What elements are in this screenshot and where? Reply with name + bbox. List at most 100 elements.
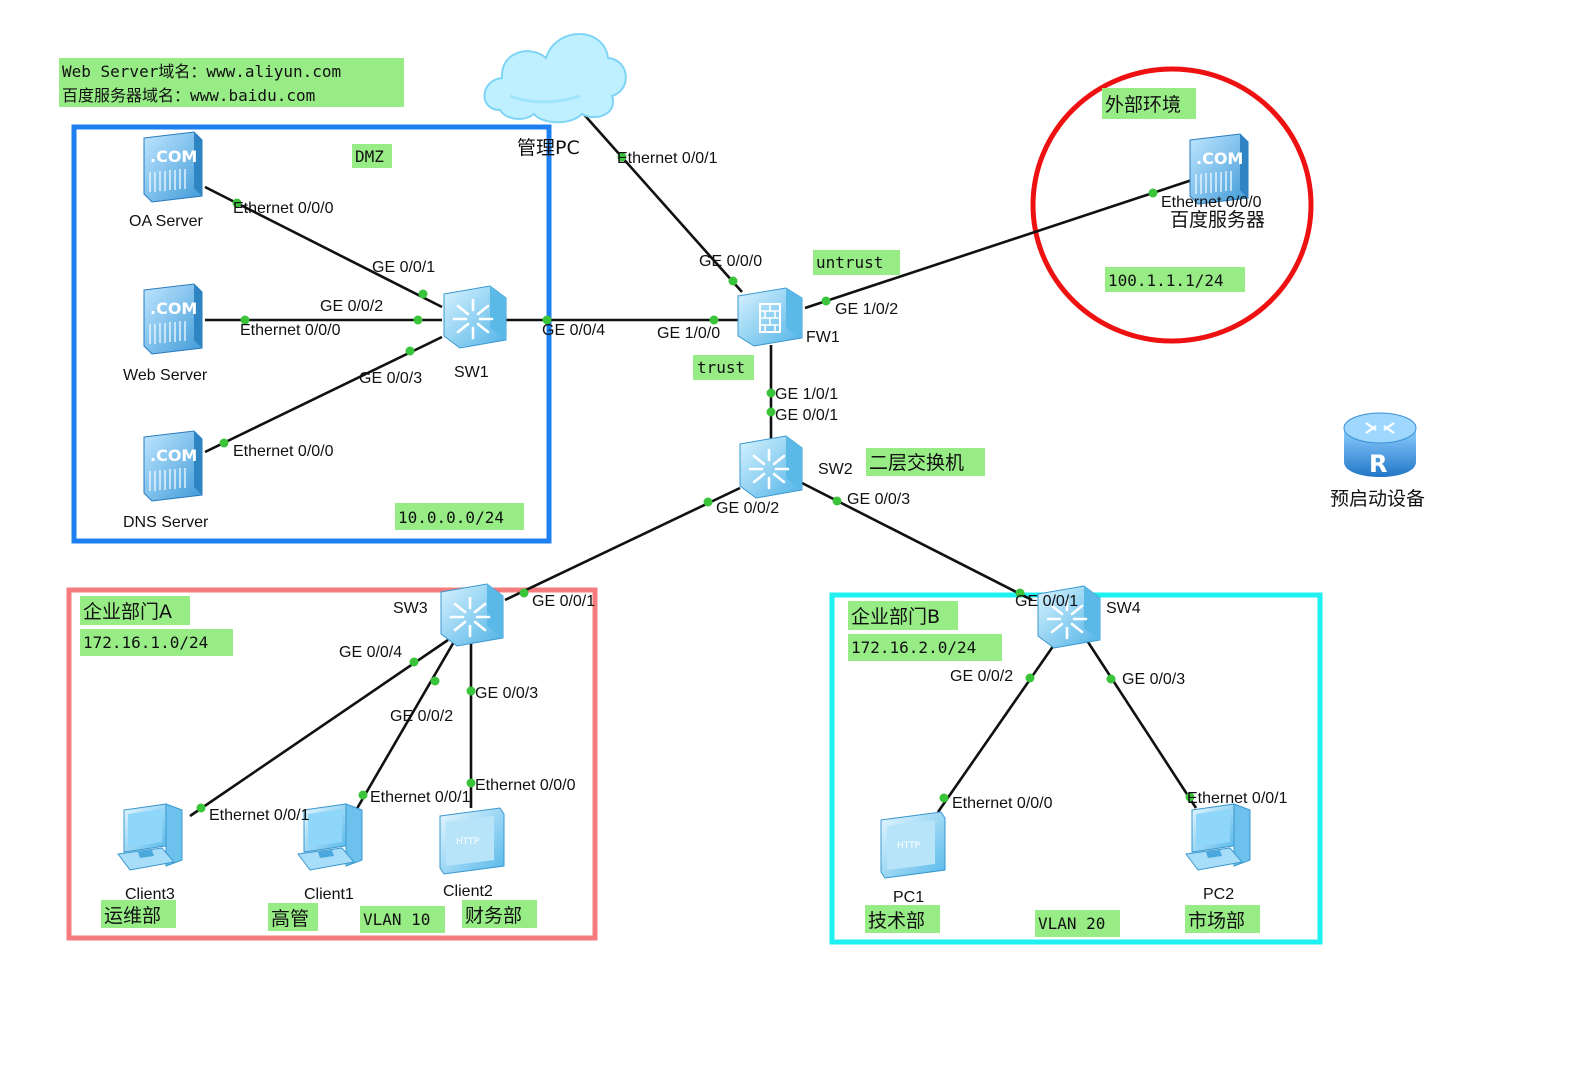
port-dot — [358, 790, 368, 800]
sw2-name: SW2 — [818, 461, 853, 478]
port-label: GE 0/0/2 — [716, 500, 779, 517]
baidu-server-name: 百度服务器 — [1170, 209, 1265, 231]
port-dot — [709, 315, 719, 325]
untrust-tag-bg — [813, 250, 900, 275]
client3-pc-icon[interactable] — [117, 803, 183, 871]
link-dns-sw1 — [204, 335, 443, 454]
link-oa-sw1 — [204, 185, 443, 309]
dept-a-zone-frame — [66, 587, 598, 941]
port-label: GE 1/0/0 — [657, 325, 720, 342]
fw1-name: FW1 — [806, 329, 840, 346]
sw1-switch-icon[interactable] — [442, 284, 508, 350]
port-dot — [409, 657, 419, 667]
port-label: GE 0/0/2 — [950, 668, 1013, 685]
link-sw4-pc2 — [1086, 641, 1198, 809]
sw3-switch-icon[interactable] — [439, 582, 505, 648]
pc1-terminal-icon[interactable] — [880, 811, 946, 879]
port-label: GE 0/0/1 — [1015, 593, 1078, 610]
dept-pc1-bg — [865, 905, 940, 933]
port-dot — [939, 793, 949, 803]
vlan20-bg — [1035, 910, 1120, 937]
dns-server-name: DNS Server — [123, 514, 209, 531]
dept-a-tag-bg — [80, 596, 190, 625]
port-dot — [219, 438, 229, 448]
dept-b-zone-label: 企业部门B — [851, 606, 940, 628]
client3-name: Client3 — [125, 886, 175, 903]
port-label: GE 0/0/1 — [532, 593, 595, 610]
dept-a-subnet-bg — [80, 629, 233, 656]
client2-terminal-icon[interactable] — [439, 807, 505, 875]
router-icon[interactable]: R — [1343, 412, 1417, 478]
port-label: Ethernet 0/0/0 — [240, 322, 341, 339]
link-cloud-fw1 — [579, 109, 743, 293]
pc2-name: PC2 — [1203, 886, 1234, 903]
port-dot — [617, 152, 627, 162]
port-label: GE 0/0/2 — [390, 708, 453, 725]
dmz-tag-bg — [352, 144, 392, 168]
port-dot — [466, 778, 476, 788]
port-label: GE 0/0/4 — [339, 644, 402, 661]
external-zone-circle — [1030, 66, 1314, 344]
mgmt-pc-name: 管理PC — [517, 137, 580, 159]
pc2-pc-icon[interactable] — [1185, 803, 1251, 871]
cloud-icon[interactable] — [483, 33, 627, 124]
dept-pc2-label: 市场部 — [1188, 910, 1245, 932]
port-dot — [196, 803, 206, 813]
port-label: GE 0/0/4 — [542, 322, 605, 339]
vlan20-label: VLAN 20 — [1038, 914, 1105, 933]
oa-server-icon[interactable] — [143, 131, 203, 203]
port-dot — [519, 588, 529, 598]
oa-server-name: OA Server — [129, 213, 203, 230]
dmz-subnet-bg — [395, 503, 524, 530]
dmz-zone-label: DMZ — [355, 147, 384, 166]
port-label: GE 0/0/0 — [699, 253, 762, 270]
port-dot — [728, 276, 738, 286]
port-dot — [405, 346, 415, 356]
sw2-description: 二层交换机 — [869, 452, 964, 474]
fw1-firewall-icon[interactable] — [737, 287, 803, 347]
dept-client2-label: 财务部 — [465, 905, 522, 927]
link-sw4-pc1 — [936, 641, 1058, 813]
port-dot — [1148, 188, 1158, 198]
web-server-name: Web Server — [123, 367, 208, 384]
dept-client3-bg — [101, 900, 176, 928]
port-label: Ethernet 0/0/1 — [370, 789, 471, 806]
dept-b-subnet-label: 172.16.2.0/24 — [851, 638, 976, 657]
dept-pc2-bg — [1185, 905, 1260, 933]
port-dot — [430, 676, 440, 686]
port-label: GE 0/0/3 — [847, 491, 910, 508]
dept-a-subnet-label: 172.16.1.0/24 — [83, 633, 208, 652]
dept-client3-label: 运维部 — [104, 905, 161, 927]
port-label: GE 0/0/1 — [372, 259, 435, 276]
port-label: Ethernet 0/0/1 — [209, 807, 310, 824]
pc1-name: PC1 — [893, 889, 924, 906]
port-label: GE 0/0/1 — [775, 407, 838, 424]
port-dot — [821, 296, 831, 306]
port-dot — [832, 496, 842, 506]
port-dot — [466, 686, 476, 696]
external-tag-bg — [1102, 88, 1196, 119]
port-dot — [1025, 673, 1035, 683]
vlan10-label: VLAN 10 — [363, 910, 430, 929]
baidu-domain-note: 百度服务器域名：www.baidu.com — [62, 86, 315, 105]
port-label: GE 0/0/3 — [475, 685, 538, 702]
port-label: Ethernet 0/0/0 — [233, 443, 334, 460]
untrust-zone-label: untrust — [816, 253, 883, 272]
external-subnet-bg — [1105, 267, 1245, 292]
port-dot — [1185, 792, 1195, 802]
link-fw1-baidu — [804, 178, 1193, 310]
sw2-switch-icon[interactable] — [738, 434, 804, 500]
port-label: Ethernet 0/0/1 — [617, 150, 718, 167]
sw1-name: SW1 — [454, 364, 489, 381]
links — [189, 109, 1198, 818]
external-subnet-label: 100.1.1.1/24 — [1108, 271, 1224, 290]
port-label: Ethernet 0/0/0 — [233, 200, 334, 217]
port-dot — [418, 289, 428, 299]
port-dot — [232, 198, 242, 208]
dns-server-icon[interactable] — [143, 430, 203, 502]
sw3-name: SW3 — [393, 600, 428, 617]
dmz-zone-frame — [71, 124, 552, 544]
client2-name: Client2 — [443, 883, 493, 900]
port-dots — [196, 152, 1195, 813]
web-server-icon[interactable] — [143, 283, 203, 355]
